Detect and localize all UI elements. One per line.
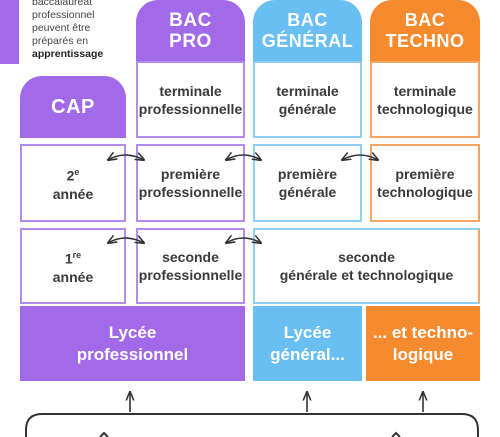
lycee-techno-band: ... et techno-logique [366, 306, 480, 381]
arrow-pro-general-premiere [226, 155, 261, 160]
cut-glyph-left [99, 431, 109, 437]
note-accent-bar [0, 0, 19, 64]
arrow-cap-premiere-pro [108, 155, 144, 160]
cut-glyph-right [391, 431, 401, 437]
base-box-outline [25, 413, 479, 437]
arrow-pro-gt-seconde [226, 238, 261, 243]
arrow-cap-seconde-pro [108, 238, 144, 243]
apprenticeship-note: baccalauréat professionnel peuvent être … [32, 0, 104, 60]
arrow-general-techno-premiere [342, 155, 378, 160]
cap-header: CAP [20, 76, 126, 138]
